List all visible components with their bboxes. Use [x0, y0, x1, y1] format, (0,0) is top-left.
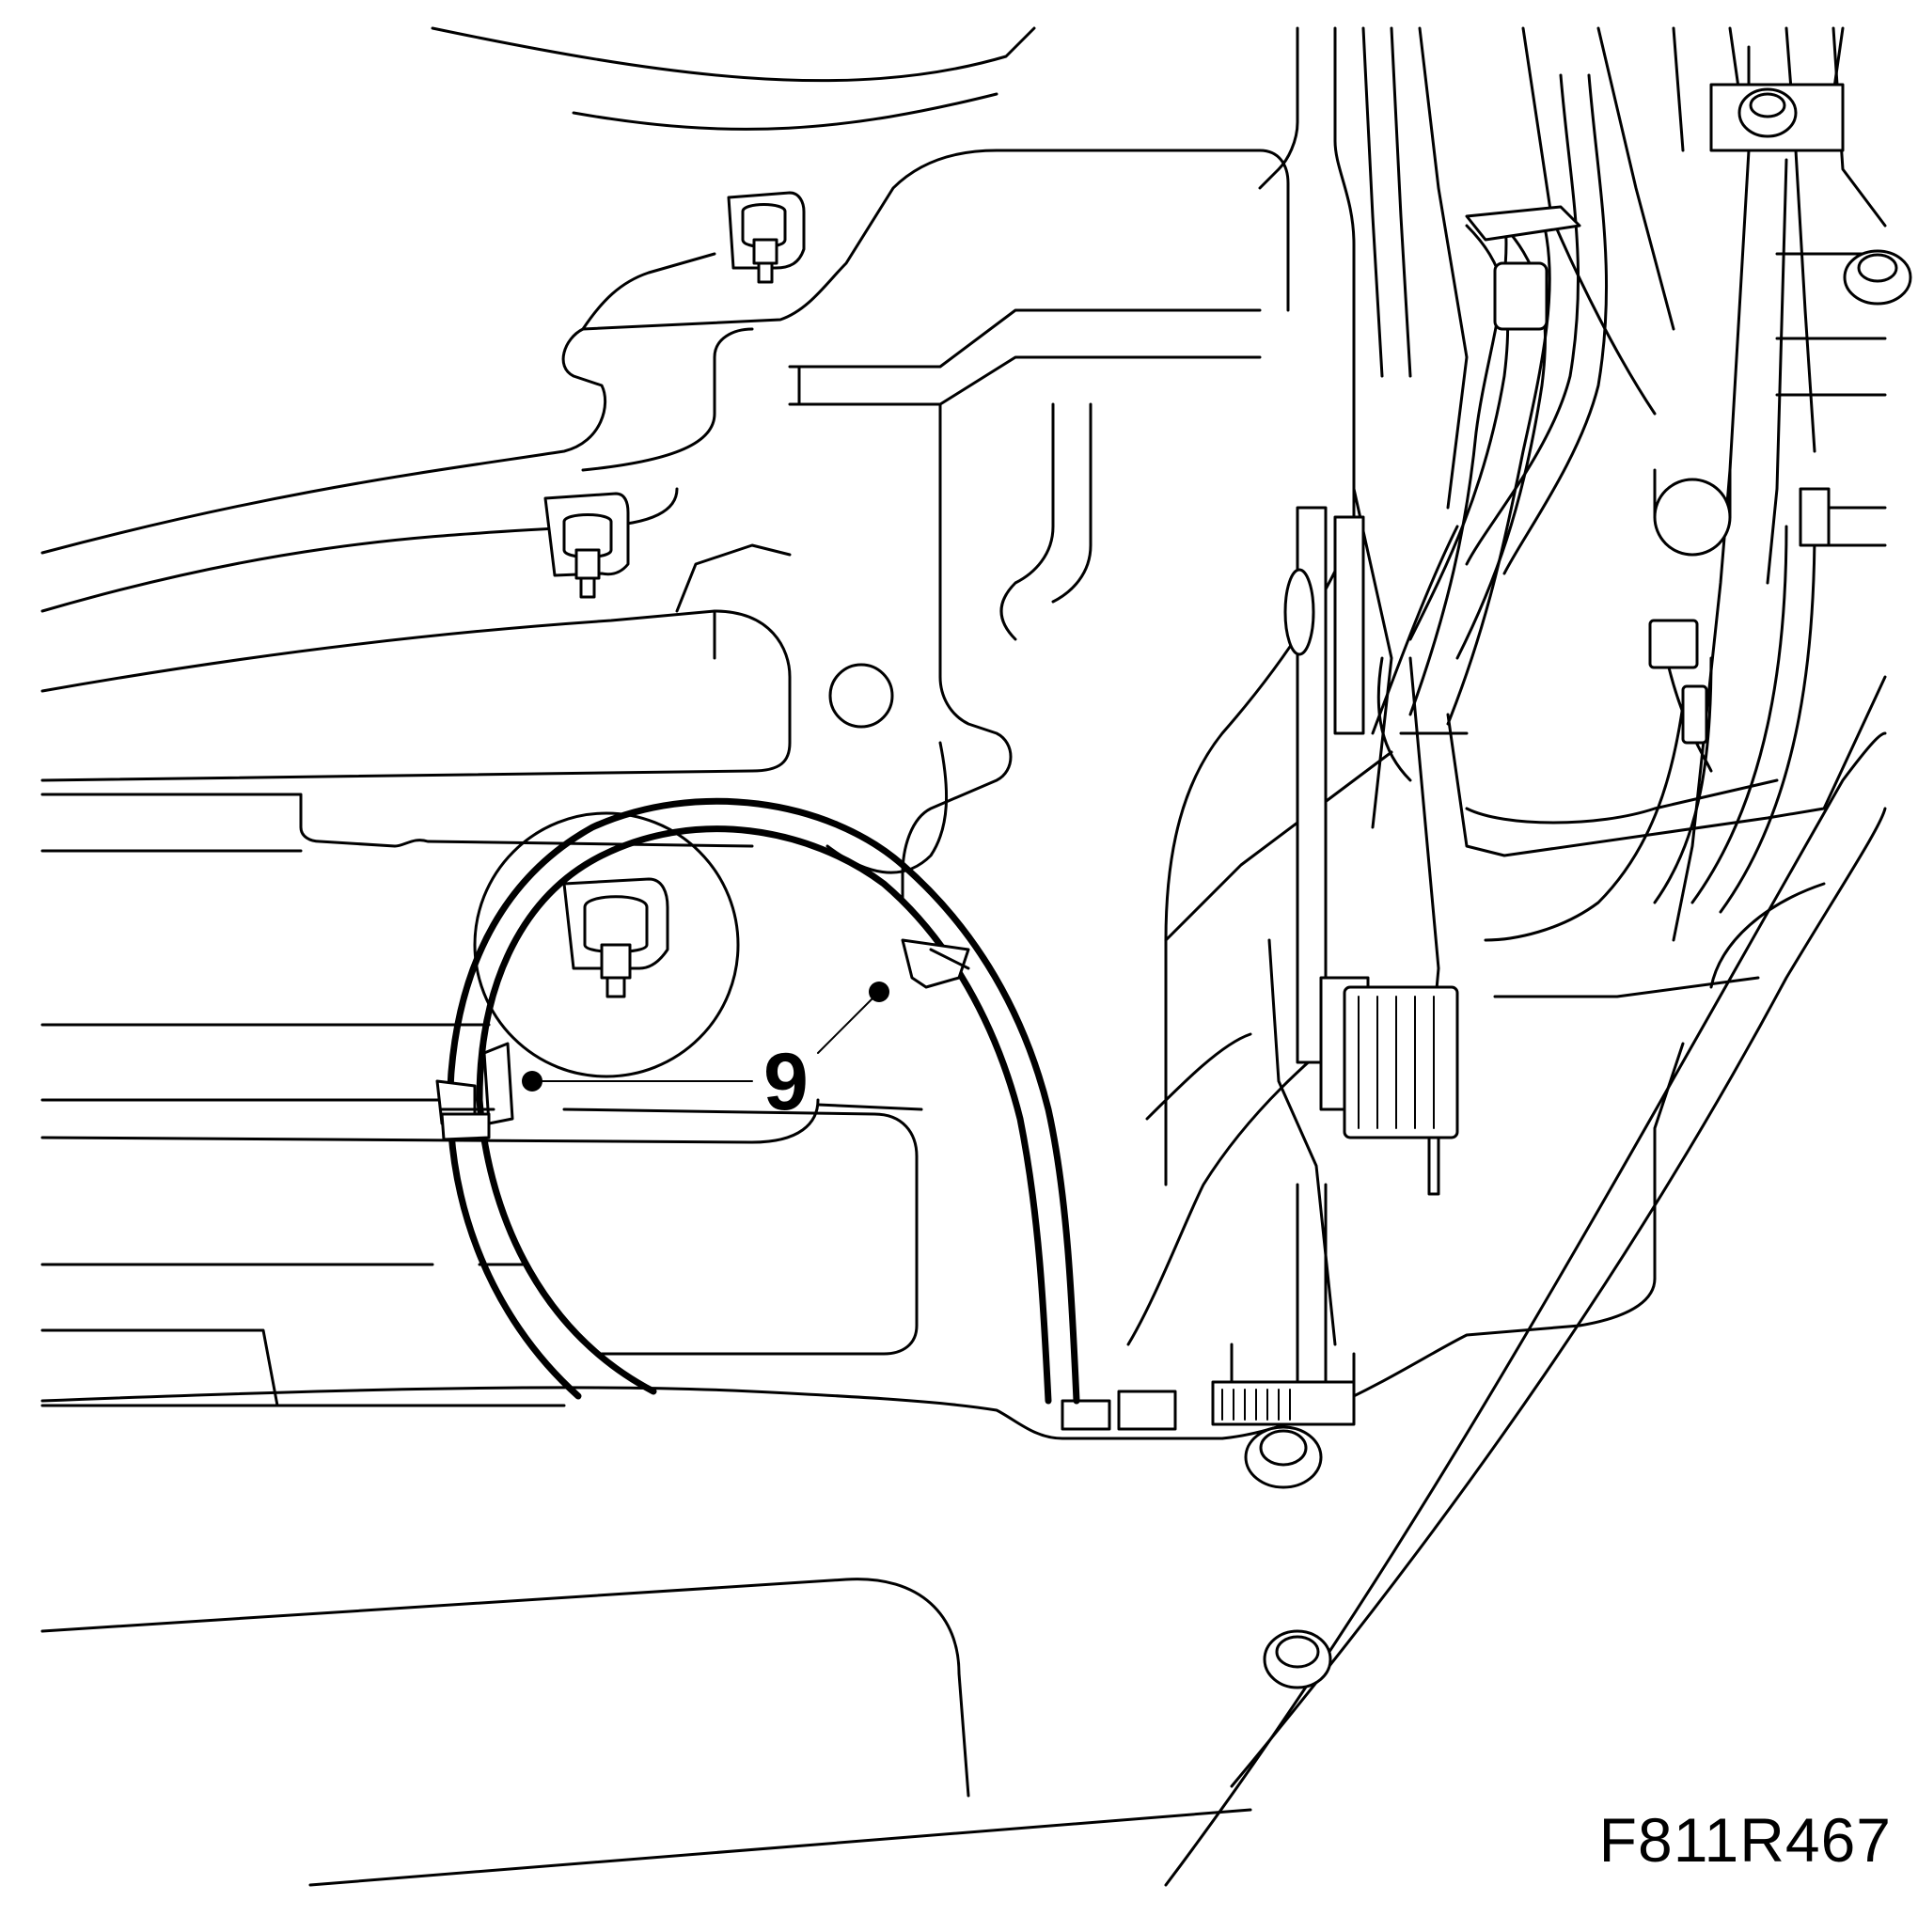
- stud-fastener-top: [727, 191, 806, 284]
- callout-number: 9: [763, 1037, 809, 1127]
- sensor-connectors: [1648, 468, 1831, 773]
- hose-clip-left[interactable]: [435, 1042, 514, 1141]
- bolt-head-icon: [1244, 1425, 1323, 1489]
- strut-spring-assembly: [1061, 506, 1459, 1431]
- callout-dot-right: [869, 982, 889, 1002]
- stud-fastener-icon: [583, 895, 649, 998]
- bolt-head-icon: [1737, 87, 1798, 138]
- bolt-head-icon: [1263, 1629, 1332, 1689]
- callout-9-leaders: 9: [522, 982, 889, 1127]
- stud-fastener-middle: [543, 492, 630, 599]
- lower-panel: [40, 731, 1887, 1887]
- upper-body-panels: [40, 26, 1290, 782]
- bolt-head-icon: [1283, 568, 1315, 656]
- central-bracket-plate: [713, 308, 1262, 904]
- coil-spring-icon: [1343, 985, 1459, 1196]
- callout-dot-left: [522, 1071, 542, 1092]
- hose-clip-right[interactable]: [901, 938, 970, 989]
- bolt-head-icon: [1843, 249, 1912, 306]
- figure-code: F811R467: [1598, 1805, 1892, 1875]
- upper-hose: [1408, 205, 1581, 726]
- stud-fastener-icon: [562, 513, 613, 599]
- stud-fastener-icon: [741, 203, 787, 284]
- vertical-rods: [1352, 26, 1845, 942]
- stud-fastener-lower: [473, 811, 740, 1078]
